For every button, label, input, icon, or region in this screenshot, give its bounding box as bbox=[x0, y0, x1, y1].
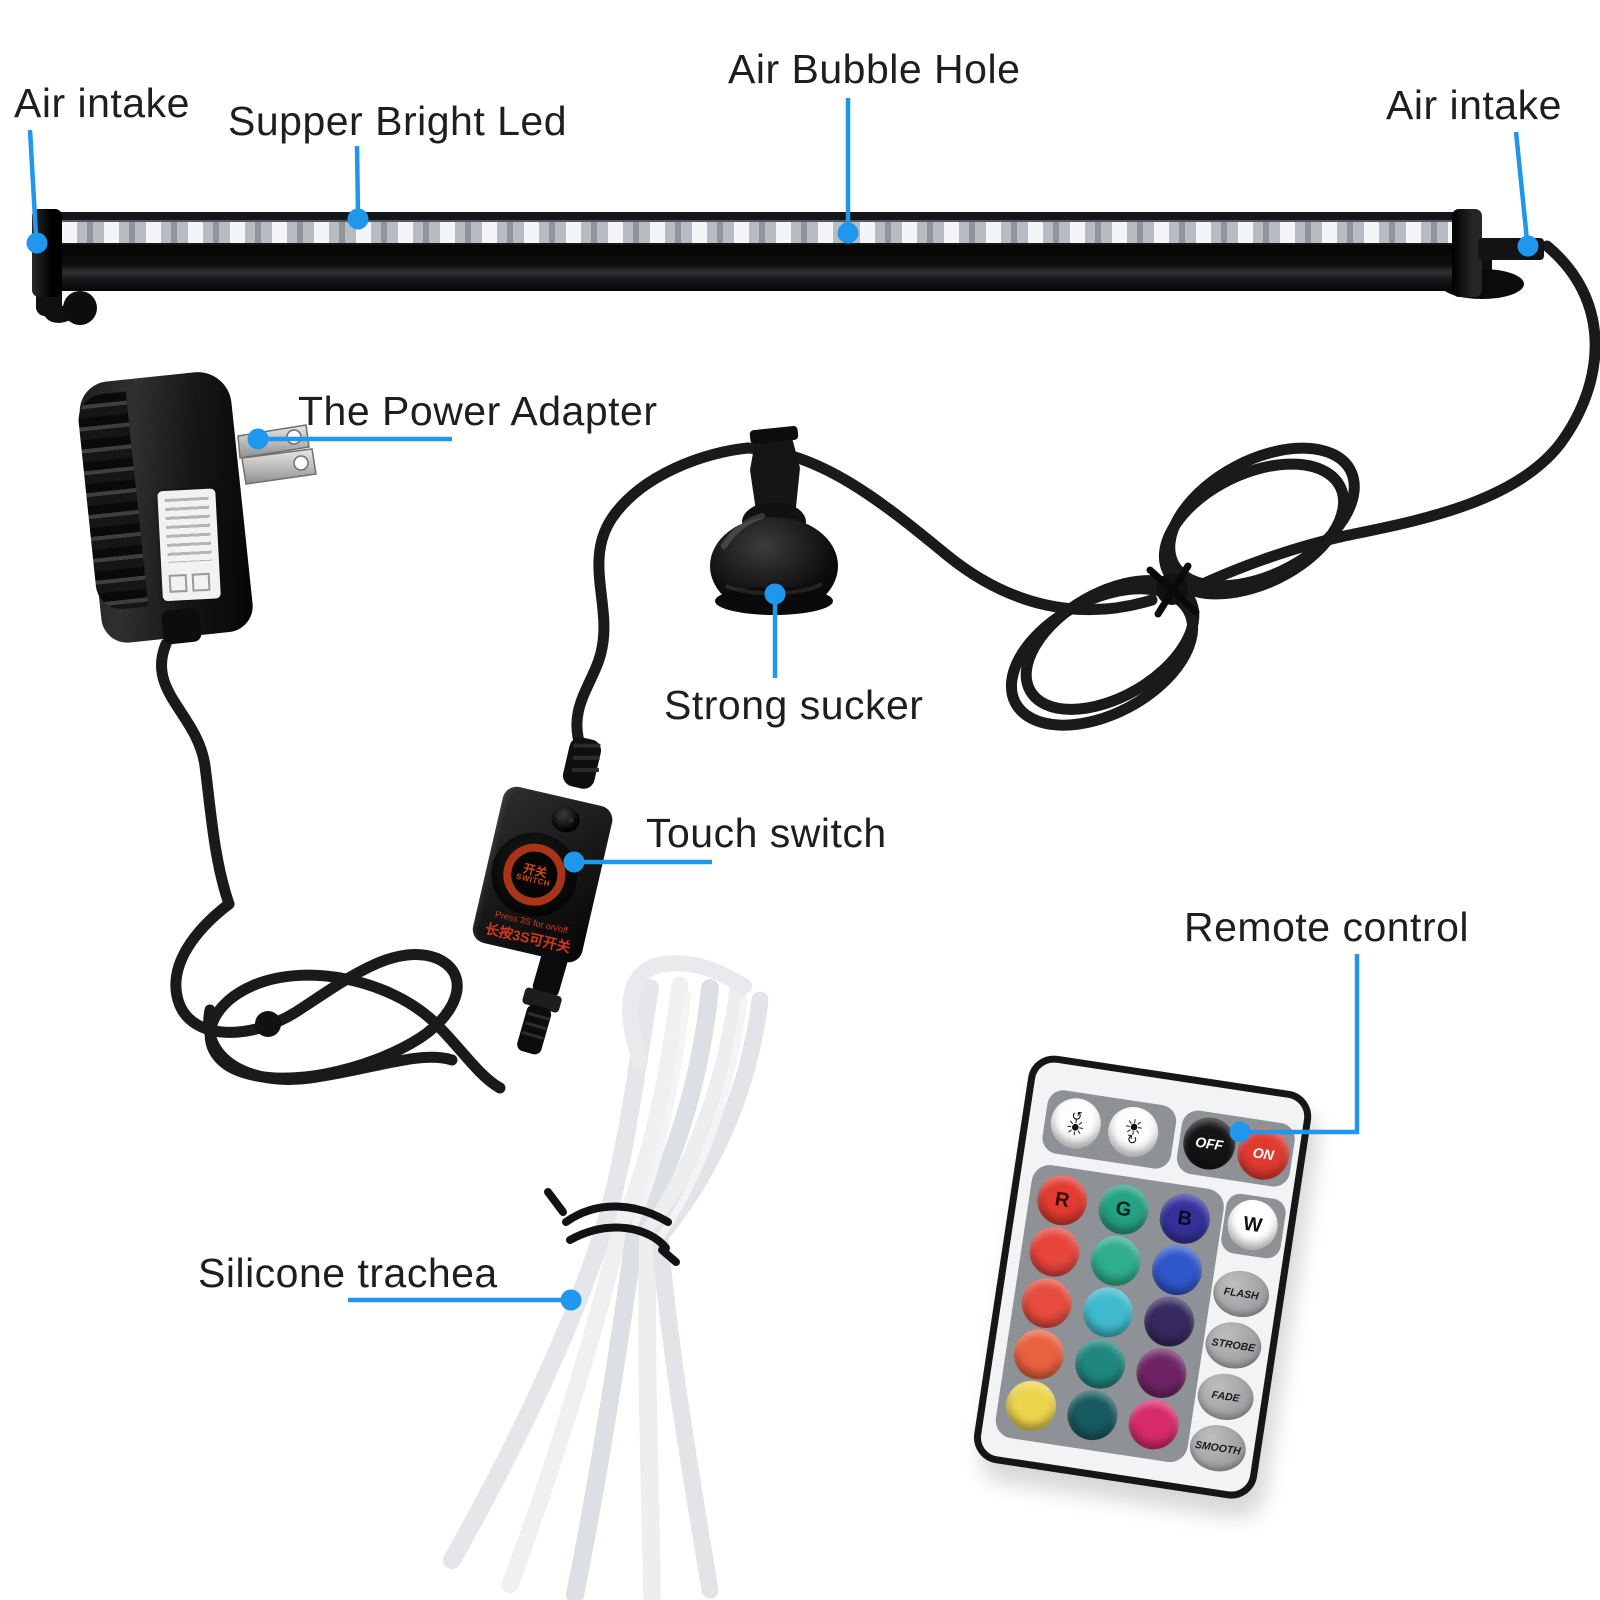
label-power-adapter: The Power Adapter bbox=[298, 388, 658, 434]
led-light-bar bbox=[32, 209, 1544, 297]
right-coil-loop bbox=[1158, 458, 1350, 600]
label-air-bubble-hole: Air Bubble Hole bbox=[728, 46, 1021, 92]
label-supper-bright-led: Supper Bright Led bbox=[228, 98, 568, 144]
callout-air-bubble-hole bbox=[837, 98, 859, 244]
coil-knots bbox=[255, 562, 1200, 1037]
right-coil-loop bbox=[1020, 575, 1200, 715]
callout-power-adapter bbox=[247, 428, 452, 450]
adapter-cable bbox=[155, 638, 235, 910]
bar-end-cable bbox=[1180, 240, 1600, 598]
clip-to-coil-cable bbox=[742, 442, 1158, 616]
callout-strong-sucker bbox=[764, 583, 786, 678]
label-touch-switch: Touch switch bbox=[646, 810, 887, 856]
bar-end-cap-right bbox=[1452, 209, 1482, 297]
led-strip-housing bbox=[58, 212, 1458, 246]
left-coil-loop bbox=[203, 1004, 458, 1085]
switch-strain-relief bbox=[562, 737, 602, 789]
switch-top-cable bbox=[571, 442, 754, 754]
tube-tie bbox=[544, 1188, 680, 1266]
callout-air-intake-right bbox=[1513, 131, 1539, 257]
callout-silicone-trachea bbox=[348, 1289, 582, 1311]
callout-supper-bright-led bbox=[347, 145, 369, 230]
bar-body bbox=[54, 245, 1464, 291]
label-air-intake-left: Air intake bbox=[14, 80, 190, 126]
label-strong-sucker: Strong sucker bbox=[664, 682, 924, 728]
label-silicone-trachea: Silicone trachea bbox=[198, 1250, 498, 1296]
label-remote-control: Remote control bbox=[1184, 904, 1470, 950]
label-air-intake-right: Air intake bbox=[1386, 82, 1562, 128]
silicone-trachea-tubes bbox=[443, 955, 769, 1600]
callout-air-intake-left bbox=[26, 129, 48, 254]
callout-touch-switch bbox=[563, 851, 712, 873]
callout-remote-control bbox=[1229, 954, 1360, 1143]
power-cables bbox=[155, 240, 1600, 1094]
led-chip-row bbox=[62, 220, 1454, 243]
